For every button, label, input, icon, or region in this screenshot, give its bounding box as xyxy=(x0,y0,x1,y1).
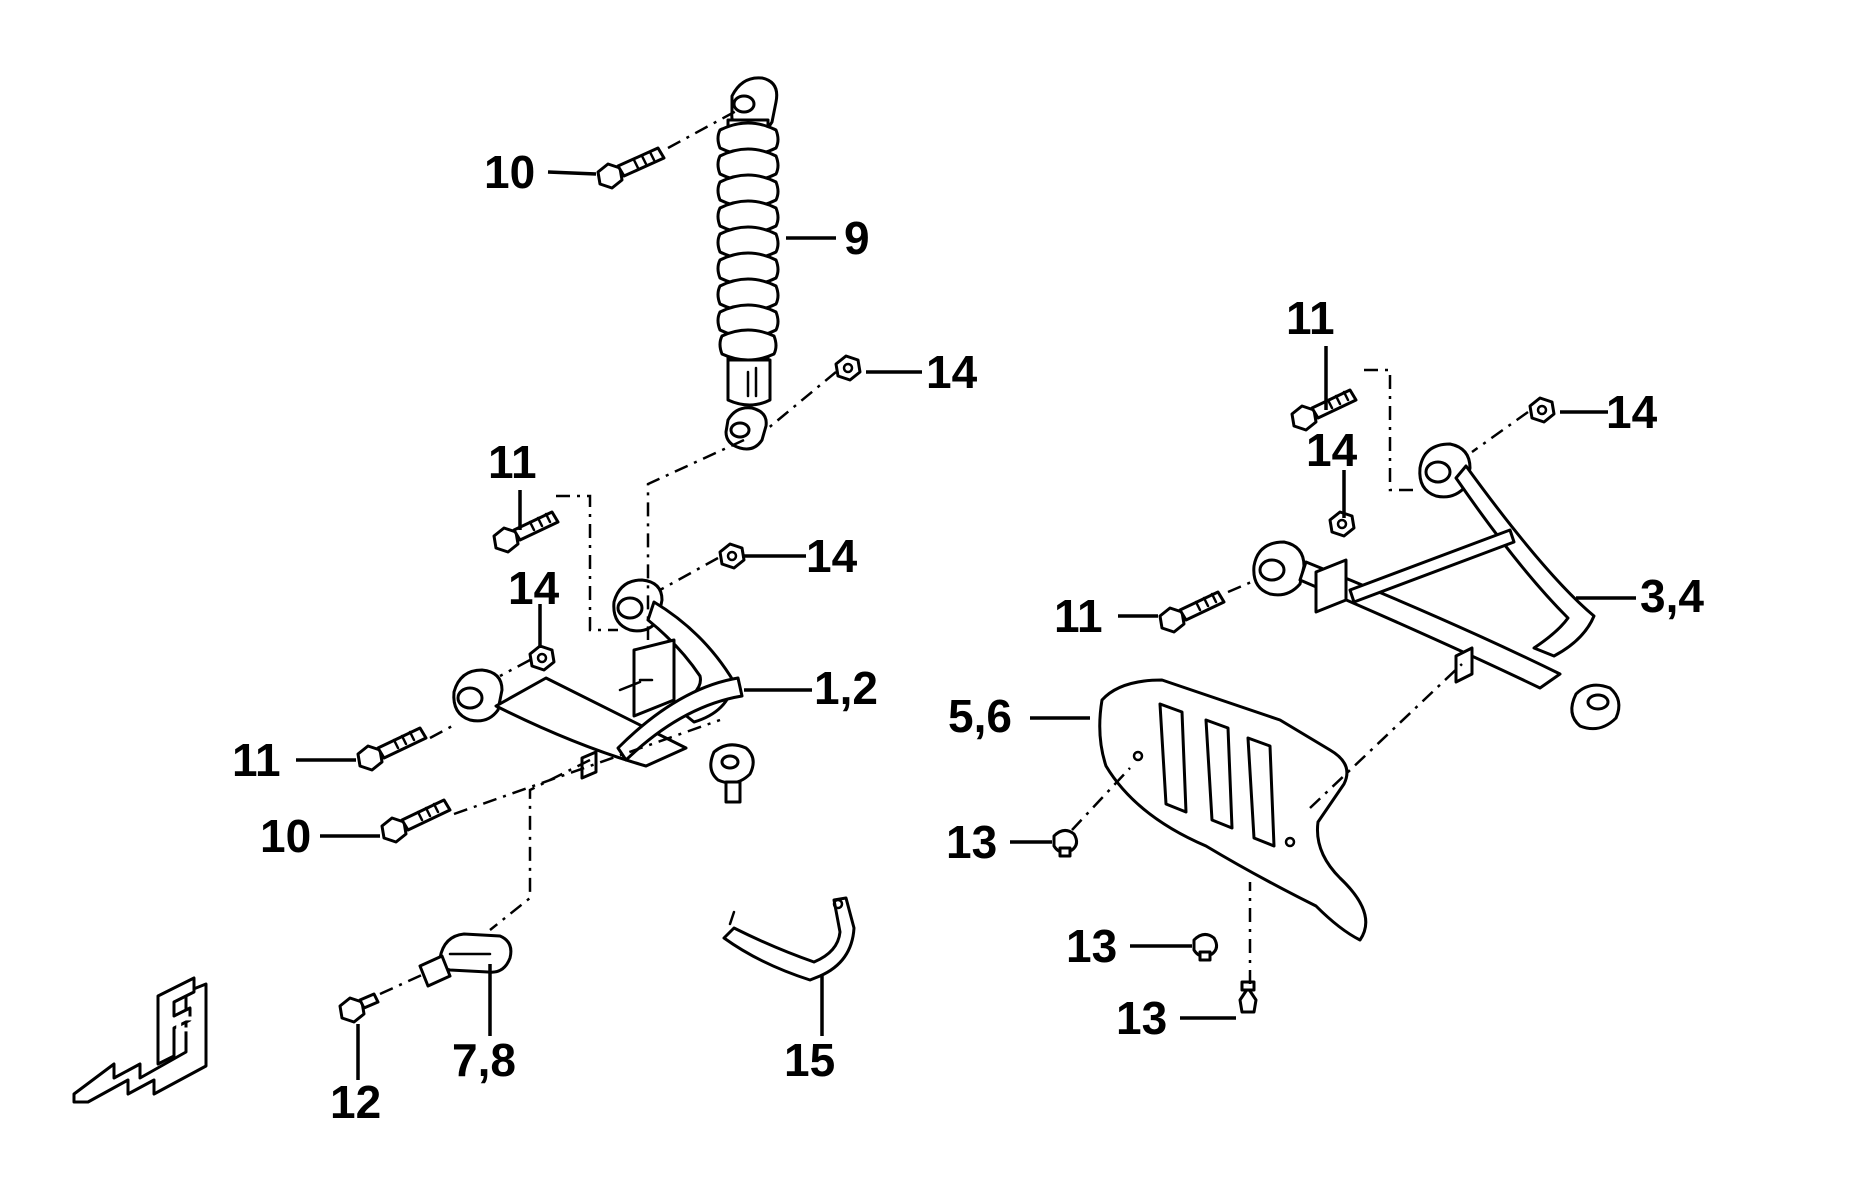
nut-14-right-top xyxy=(1528,396,1556,424)
leader-lines xyxy=(296,170,1636,1080)
clip-7-8 xyxy=(418,932,513,988)
bracket-15 xyxy=(722,896,856,982)
shock-absorber xyxy=(716,76,780,451)
callout-left-nut-mid: 14 xyxy=(508,562,560,614)
nut-14-right-mid xyxy=(1328,510,1356,538)
a-arm-right xyxy=(1252,442,1621,731)
front-marker-label: F xyxy=(174,1010,195,1048)
a-arm-left xyxy=(452,578,755,804)
callout-bracket-bolt: 12 xyxy=(330,1076,381,1128)
callout-right-arm: 3,4 xyxy=(1640,570,1704,622)
bolt-10-top xyxy=(596,146,666,190)
bolt-12 xyxy=(338,992,380,1024)
callout-right-nut-top: 14 xyxy=(1606,386,1658,438)
callout-bracket-15: 15 xyxy=(784,1034,835,1086)
callout-right-bolt-upper: 11 xyxy=(1286,292,1335,344)
screw-13-a xyxy=(1052,829,1079,858)
callout-bracket-clip: 7,8 xyxy=(452,1034,516,1086)
bolt-10-left-lower xyxy=(380,798,452,844)
screw-13-b xyxy=(1192,933,1219,962)
callout-left-arm: 1,2 xyxy=(814,662,878,714)
bolt-11-left-upper xyxy=(492,510,560,554)
callout-right-nut-mid: 14 xyxy=(1306,424,1358,476)
callout-guard-plate: 5,6 xyxy=(948,690,1012,742)
callout-guard-screw-2: 13 xyxy=(1066,920,1117,972)
bolt-11-left-lower xyxy=(356,726,428,772)
bolt-11-right-upper xyxy=(1290,388,1358,432)
callout-left-bolt-lower: 11 xyxy=(232,734,281,786)
callout-shock-absorber: 9 xyxy=(844,212,870,264)
assembly-lines xyxy=(379,108,1529,996)
screw-13-c xyxy=(1238,980,1258,1014)
nut-14-left-mid xyxy=(528,644,556,672)
nut-14-shock xyxy=(834,354,862,382)
nut-14-left-upper xyxy=(718,542,746,570)
callout-right-bolt-lower: 11 xyxy=(1054,590,1103,642)
bolt-11-right-lower xyxy=(1158,590,1226,634)
callout-shock-bolt-top: 10 xyxy=(484,146,535,198)
callout-labels: 10 9 14 11 14 14 1,2 11 10 7,8 12 15 11 … xyxy=(232,146,1704,1128)
callout-shock-nut-bottom: 14 xyxy=(926,346,978,398)
callout-left-nut-upper: 14 xyxy=(806,530,858,582)
callout-guard-screw-1: 13 xyxy=(946,816,997,868)
callout-left-bolt-upper: 11 xyxy=(488,436,537,488)
callout-guard-screw-3: 13 xyxy=(1116,992,1167,1044)
callout-left-shock-bolt-lower: 10 xyxy=(260,810,311,862)
guard-plate xyxy=(1098,678,1368,942)
front-direction-icon: F xyxy=(72,976,208,1104)
